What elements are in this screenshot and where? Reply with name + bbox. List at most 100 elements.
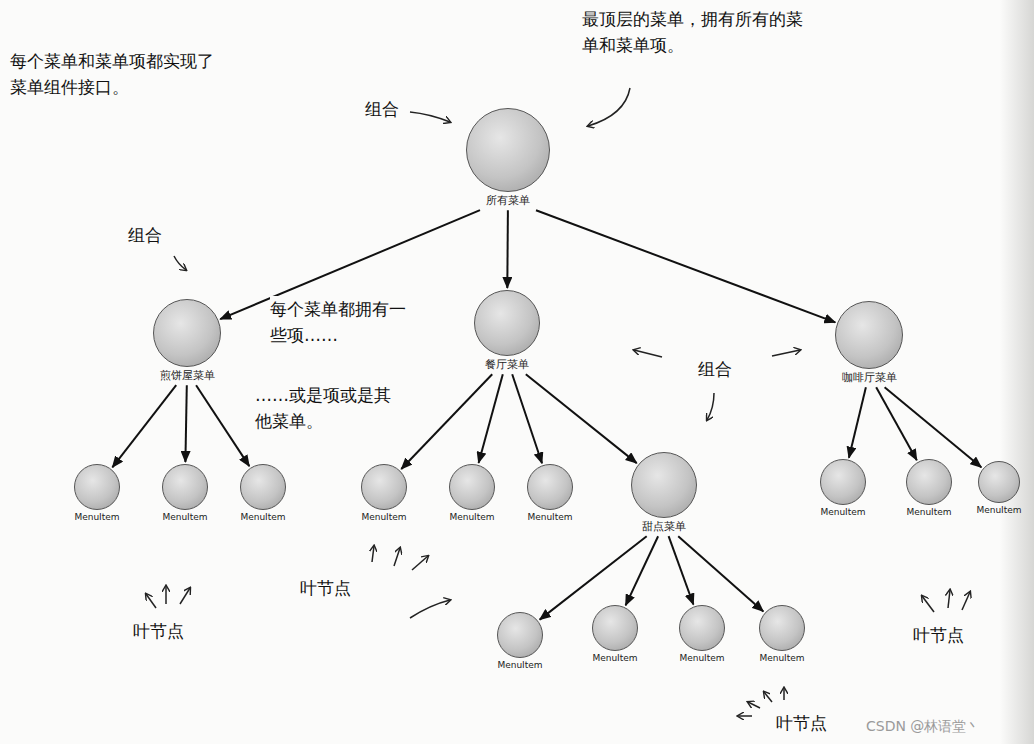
node-circle xyxy=(835,301,903,369)
leader-arrow xyxy=(962,592,970,610)
node-circle xyxy=(162,464,208,510)
leader-arrow xyxy=(922,596,934,612)
annotation: 最顶层的菜单，拥有所有的菜单和菜单项。 xyxy=(582,6,804,59)
leaf-node: MenuItem xyxy=(976,461,1021,516)
annotation: 叶节点 xyxy=(133,618,184,644)
leader-arrow xyxy=(707,393,714,420)
leaf-node: MenuItem xyxy=(162,464,208,523)
leader-arrow xyxy=(764,692,772,702)
annotation: 叶节点 xyxy=(300,575,351,601)
node-label: MenuItem xyxy=(361,512,406,523)
composite-node: 餐厅菜单 xyxy=(474,290,540,371)
node-label: MenuItem xyxy=(527,512,572,523)
leader-arrow xyxy=(634,350,662,357)
node-label: MenuItem xyxy=(679,653,724,664)
leaf-node: MenuItem xyxy=(74,464,120,523)
leader-arrow xyxy=(174,256,186,270)
leader-arrow xyxy=(738,715,752,717)
node-label: 咖啡厅菜单 xyxy=(842,371,897,384)
tree-arrow xyxy=(536,210,835,322)
leader-arrow xyxy=(410,600,450,618)
annotation: 叶节点 xyxy=(776,710,827,736)
leaf-node: MenuItem xyxy=(592,605,638,664)
annotation: 组合 xyxy=(128,222,162,248)
node-circle xyxy=(631,452,697,518)
leader-arrow xyxy=(180,588,190,604)
node-label: 所有菜单 xyxy=(486,194,530,207)
node-label: MenuItem xyxy=(449,512,494,523)
composite-node: 煎饼屋菜单 xyxy=(153,299,221,382)
annotation: 组合 xyxy=(365,96,399,122)
annotation: 每个菜单和菜单项都实现了菜单组件接口。 xyxy=(10,48,230,101)
leaf-node: MenuItem xyxy=(240,464,286,523)
tree-arrow xyxy=(540,536,647,619)
tree-arrow xyxy=(512,374,542,463)
tree-arrow xyxy=(479,374,503,463)
node-label: MenuItem xyxy=(592,653,637,664)
leaf-node: MenuItem xyxy=(361,464,407,523)
leader-arrow xyxy=(948,590,950,608)
leaf-node: MenuItem xyxy=(449,464,495,523)
node-circle xyxy=(679,605,725,651)
tree-arrow xyxy=(506,210,509,288)
page-shadow xyxy=(1000,0,1034,744)
leaf-node: MenuItem xyxy=(759,605,805,664)
node-circle xyxy=(474,290,540,356)
node-label: 餐厅菜单 xyxy=(485,358,529,371)
node-circle xyxy=(466,108,550,192)
leader-arrow xyxy=(372,546,374,562)
composite-node: 咖啡厅菜单 xyxy=(835,301,903,384)
composite-node: 甜点菜单 xyxy=(631,452,697,533)
node-circle xyxy=(153,299,221,367)
leader-arrow xyxy=(772,350,800,356)
node-circle xyxy=(820,459,866,505)
annotation: 叶节点 xyxy=(913,622,964,648)
node-circle xyxy=(361,464,407,510)
node-circle xyxy=(759,605,805,651)
tree-arrow xyxy=(196,385,249,466)
annotation: 每个菜单都拥有一些项…… xyxy=(270,296,416,349)
node-circle xyxy=(978,461,1020,503)
leader-arrow xyxy=(146,594,156,608)
node-label: MenuItem xyxy=(240,512,285,523)
tree-arrow xyxy=(526,374,637,463)
tree-arrow xyxy=(626,536,659,605)
node-circle xyxy=(240,464,286,510)
node-label: MenuItem xyxy=(976,505,1021,516)
watermark: CSDN @林语堂丶 xyxy=(866,718,980,736)
leaf-node: MenuItem xyxy=(679,605,725,664)
node-circle xyxy=(592,605,638,651)
node-circle xyxy=(497,612,543,658)
tree-arrow xyxy=(112,385,176,467)
tree-arrow xyxy=(185,385,186,462)
annotation: 组合 xyxy=(698,356,732,382)
leader-arrow xyxy=(748,702,760,708)
node-circle xyxy=(906,459,952,505)
node-label: MenuItem xyxy=(497,660,542,671)
tree-arrow xyxy=(849,387,866,458)
node-label: 甜点菜单 xyxy=(642,520,686,533)
node-circle xyxy=(449,464,495,510)
node-label: MenuItem xyxy=(162,512,207,523)
node-label: MenuItem xyxy=(820,507,865,518)
leader-arrow xyxy=(165,586,167,604)
leaf-node: MenuItem xyxy=(906,459,952,518)
leader-arrow xyxy=(412,556,428,570)
leaf-node: MenuItem xyxy=(820,459,866,518)
node-label: MenuItem xyxy=(906,507,951,518)
leader-arrow xyxy=(588,88,630,126)
tree-arrow xyxy=(885,387,982,467)
leaf-node: MenuItem xyxy=(497,612,543,671)
leader-arrow xyxy=(410,112,450,122)
leaf-node: MenuItem xyxy=(527,464,573,523)
node-circle xyxy=(527,464,573,510)
node-label: 煎饼屋菜单 xyxy=(160,369,215,382)
node-circle xyxy=(74,464,120,510)
leader-arrow xyxy=(394,548,400,566)
composite-node: 所有菜单 xyxy=(466,108,550,207)
node-label: MenuItem xyxy=(759,653,804,664)
leader-arrow xyxy=(783,688,785,700)
annotation: ……或是项或是其他菜单。 xyxy=(255,382,407,435)
tree-arrow xyxy=(678,536,763,611)
node-label: MenuItem xyxy=(74,512,119,523)
